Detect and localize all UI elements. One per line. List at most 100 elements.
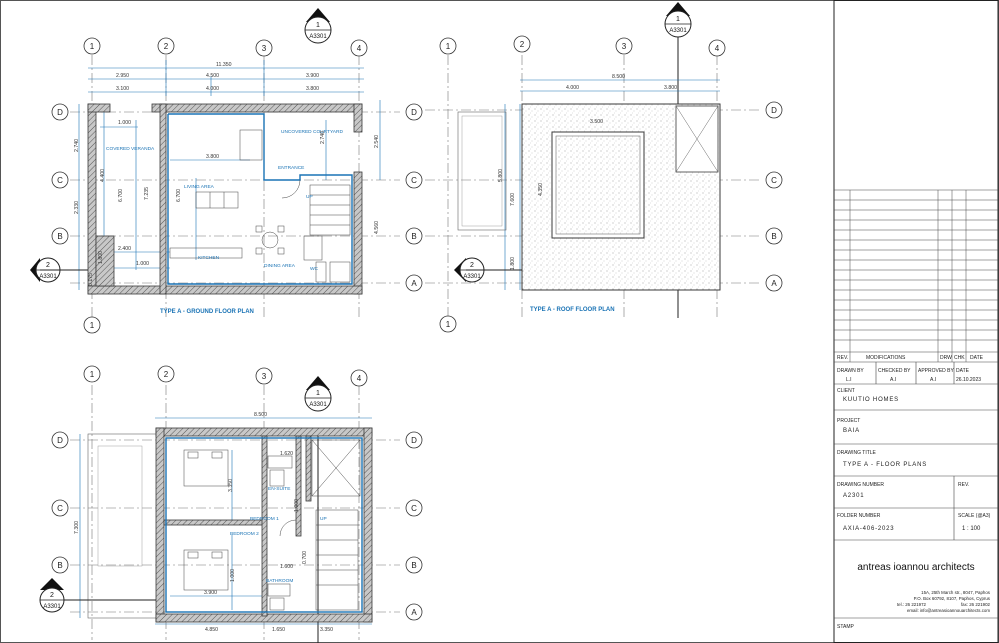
firm-address: P.O. Box 60792, 8107, Paphos, Cyprus	[914, 596, 991, 601]
room-label: BEDROOM 2	[230, 531, 259, 537]
dimension-text: 1.650	[272, 627, 285, 633]
svg-text:D: D	[57, 436, 63, 445]
dimension-text: 7.600	[510, 193, 516, 206]
svg-text:1: 1	[446, 320, 451, 329]
room-label: WC	[310, 266, 319, 272]
svg-text:D: D	[411, 436, 417, 445]
dimension-text: 2.400	[118, 246, 131, 252]
room-label: BATHROOM	[266, 578, 293, 584]
first-floor-plan: EN-SUITE BEDROOM 1 BEDROOM 2 BATHROOM UP…	[70, 385, 400, 643]
dimension-text: 1.600	[280, 564, 293, 570]
dimension-text: 11.350	[216, 62, 232, 68]
room-label: BEDROOM 1	[250, 516, 279, 522]
firm-tel: tel.: 26 221972	[897, 602, 927, 607]
date-label: DATE	[956, 368, 970, 374]
grid-bubble: D	[51, 431, 69, 449]
plan-title: TYPE A - GROUND FLOOR PLAN	[160, 309, 254, 315]
svg-text:1: 1	[446, 42, 451, 51]
title-block: REV. MODIFICATIONS DRW CHK DATE DRAWN BY…	[833, 0, 999, 643]
grid-bubble: 3	[255, 367, 273, 385]
grid-bubble: 2	[157, 37, 175, 55]
dimension-text: 4.400	[100, 169, 106, 182]
dimension-text: 8.500	[254, 412, 267, 418]
grid-bubble: B	[405, 227, 423, 245]
rev-header: DATE	[970, 355, 984, 361]
dimension-text: 3.800	[306, 86, 319, 92]
grid-bubble: B	[765, 227, 783, 245]
dimension-text: 0.175	[88, 273, 94, 286]
room-label: EN-SUITE	[268, 486, 290, 492]
room-label: UP	[320, 516, 327, 522]
drawing-number-value: A2301	[843, 493, 864, 499]
section-marker: 2 A3301	[39, 578, 65, 613]
grid-bubble: C	[51, 171, 69, 189]
svg-text:C: C	[771, 176, 777, 185]
svg-text:D: D	[57, 108, 63, 117]
section-markers: 1 A3301 1 A3301 1 A3301 2 A3301	[30, 2, 692, 613]
svg-text:A3301: A3301	[669, 28, 687, 34]
firm-fax: fax: 26 221902	[961, 602, 991, 607]
dimension-text: 8.500	[612, 74, 625, 80]
dimension-text: 1.620	[280, 451, 293, 457]
grid-bubble: 3	[255, 39, 273, 57]
scale-value: 1 : 100	[962, 526, 981, 532]
svg-text:2: 2	[164, 370, 169, 379]
room-label: UNCOVERED COURTYARD	[281, 129, 343, 135]
svg-text:B: B	[57, 232, 62, 241]
room-label: KITCHEN	[198, 255, 220, 261]
svg-text:A3301: A3301	[43, 604, 61, 610]
dimension-text: 2.540	[374, 135, 380, 148]
rev-header: MODIFICATIONS	[866, 355, 906, 361]
grid-bubble: D	[405, 103, 423, 121]
dimension-text: 2.950	[116, 73, 129, 79]
grid-bubble: D	[405, 431, 423, 449]
room-label: UP	[306, 194, 313, 200]
grid-bubble: 3	[615, 37, 633, 55]
svg-text:1: 1	[316, 390, 320, 397]
svg-text:A: A	[771, 279, 777, 288]
svg-text:1: 1	[90, 370, 95, 379]
grid-bubble: C	[405, 171, 423, 189]
grid-bubble: A	[405, 274, 423, 292]
grid-bubble: B	[51, 227, 69, 245]
svg-text:1: 1	[676, 16, 680, 23]
svg-text:A3301: A3301	[39, 274, 57, 280]
grid-bubble: C	[765, 171, 783, 189]
grid-bubbles: 1 2 3 4 1 D C B D C B A 1 2 3 4 1 D C B …	[51, 35, 783, 621]
svg-text:2: 2	[50, 592, 54, 599]
folder-number-label: FOLDER NUMBER	[837, 513, 881, 519]
firm-address: 15A, 25th March str., 8047, Paphos	[921, 590, 991, 595]
dimension-text: 5.800	[498, 169, 504, 182]
dimension-text: 3.100	[116, 86, 129, 92]
dimension-text: 2.330	[74, 201, 80, 214]
ground-floor-plan: COVERED VERANDA UNCOVERED COURTYARD ENTR…	[70, 55, 400, 318]
firm-name: antreas ioannou architects	[857, 562, 974, 573]
grid-bubble: 4	[708, 39, 726, 57]
svg-text:4: 4	[357, 44, 362, 53]
dimension-text: 3.900	[204, 590, 217, 596]
svg-text:C: C	[57, 504, 63, 513]
roof-floor-plan: 8.500 4.000 3.800 3.500 4.350 7.600 5.80…	[425, 35, 760, 318]
section-marker: 1 A3301	[664, 2, 692, 38]
grid-bubble: C	[405, 499, 423, 517]
svg-text:3: 3	[262, 372, 267, 381]
client-label: CLIENT	[837, 388, 855, 394]
room-label: LIVING AREA	[184, 184, 215, 190]
dimension-text: 4.350	[538, 183, 544, 196]
grid-bubble: A	[765, 274, 783, 292]
grid-bubble: 1	[83, 316, 101, 334]
grid-bubble: 1	[439, 315, 457, 333]
room-label: COVERED VERANDA	[106, 146, 155, 152]
dimension-text: 3.350	[320, 627, 333, 633]
grid-bubble: 1	[83, 365, 101, 383]
svg-text:1: 1	[90, 321, 95, 330]
svg-text:3: 3	[622, 42, 627, 51]
room-label: ENTRANCE	[278, 165, 304, 171]
svg-text:1: 1	[90, 42, 95, 51]
svg-text:2: 2	[520, 40, 525, 49]
svg-text:A3301: A3301	[463, 274, 481, 280]
svg-text:A: A	[411, 279, 417, 288]
dimension-text: 0.700	[302, 551, 308, 564]
grid-bubble: 2	[513, 35, 531, 53]
firm-email: email: info@antreasioannouarchitects.com	[907, 608, 990, 613]
